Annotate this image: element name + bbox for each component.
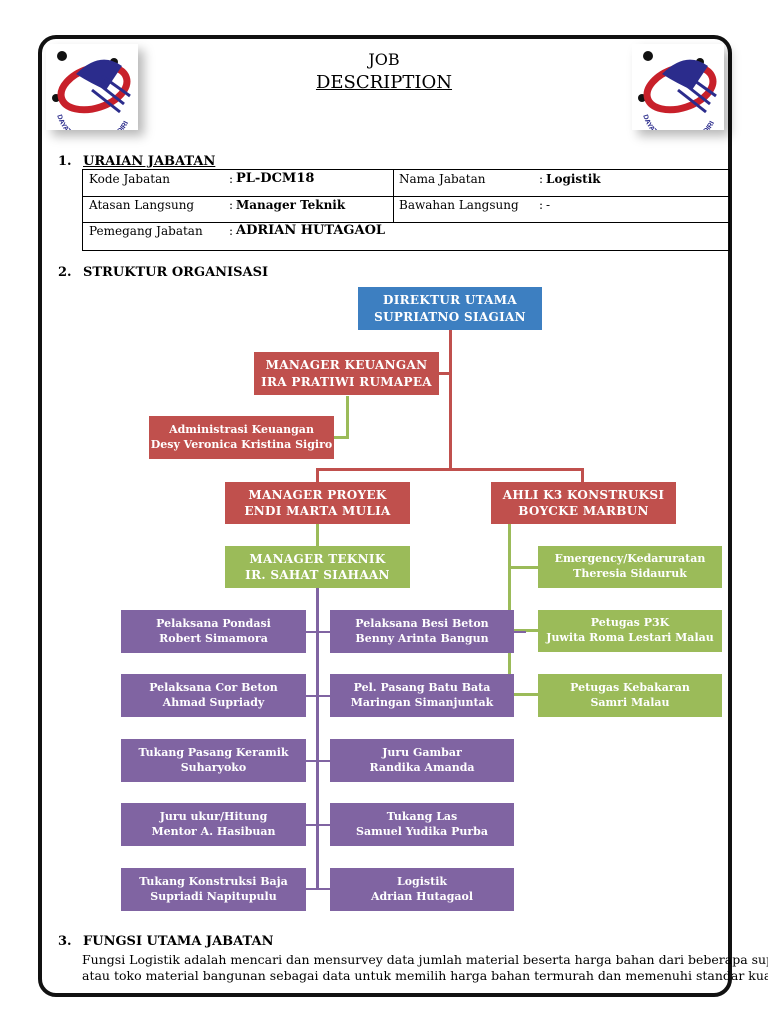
company-logo-right: DAYATAMA CITRA MANDIRI: [632, 44, 724, 130]
nama-jabatan-label: Nama Jabatan: [399, 172, 486, 186]
connector-line: [306, 888, 330, 890]
pemegang-jabatan-label: Pemegang Jabatan: [89, 224, 203, 238]
connector-line: [438, 372, 450, 375]
connector-line: [508, 693, 538, 696]
connector-line: [316, 468, 584, 471]
connector-line: [449, 330, 452, 470]
kode-jabatan-value: PL-DCM18: [236, 171, 315, 186]
atasan-langsung-value: Manager Teknik: [236, 198, 346, 212]
connector-line: [334, 436, 349, 439]
atasan-langsung-label: Atasan Langsung: [89, 198, 195, 212]
bawahan-langsung-value: -: [546, 198, 551, 212]
connector-line: [508, 524, 511, 674]
connector-line: [346, 396, 349, 438]
connector-line: [306, 631, 330, 633]
section-1-heading: 1.URAIAN JABATAN: [58, 154, 216, 169]
bawahan-langsung-label: Bawahan Langsung: [399, 198, 519, 212]
connector-line: [306, 695, 330, 697]
section-2-heading: 2.STRUKTUR ORGANISASI: [58, 265, 269, 280]
connector-line: [508, 629, 538, 632]
section-3-heading: 3.FUNGSI UTAMA JABATAN: [58, 934, 274, 949]
connector-line: [508, 566, 538, 569]
kode-jabatan-label: Kode Jabatan: [89, 172, 170, 186]
job-info-table: Kode Jabatan : PL-DCM18 Nama Jabatan : L…: [82, 169, 730, 251]
connector-line: [306, 824, 330, 826]
title-job: JOB: [368, 50, 400, 69]
fungsi-paragraph: Fungsi Logistik adalah mencari dan mensu…: [82, 952, 768, 983]
connector-line: [316, 524, 319, 546]
title-description: DESCRIPTION: [315, 72, 453, 93]
page-border: [38, 35, 732, 997]
connector-line: [514, 631, 526, 633]
connector-line: [316, 468, 319, 482]
nama-jabatan-value: Logistik: [546, 172, 601, 186]
svg-text:DAYATAMA CITRA MANDIRI: DAYATAMA CITRA MANDIRI: [641, 114, 716, 130]
connector-line: [306, 760, 330, 762]
connector-line: [316, 588, 319, 890]
pemegang-jabatan-value: ADRIAN HUTAGAOL: [236, 223, 386, 238]
connector-line: [581, 468, 584, 482]
company-logo-left: DAYATAMA CITRA MANDIRI: [46, 44, 138, 130]
svg-text:DAYATAMA CITRA MANDIRI: DAYATAMA CITRA MANDIRI: [55, 114, 130, 130]
